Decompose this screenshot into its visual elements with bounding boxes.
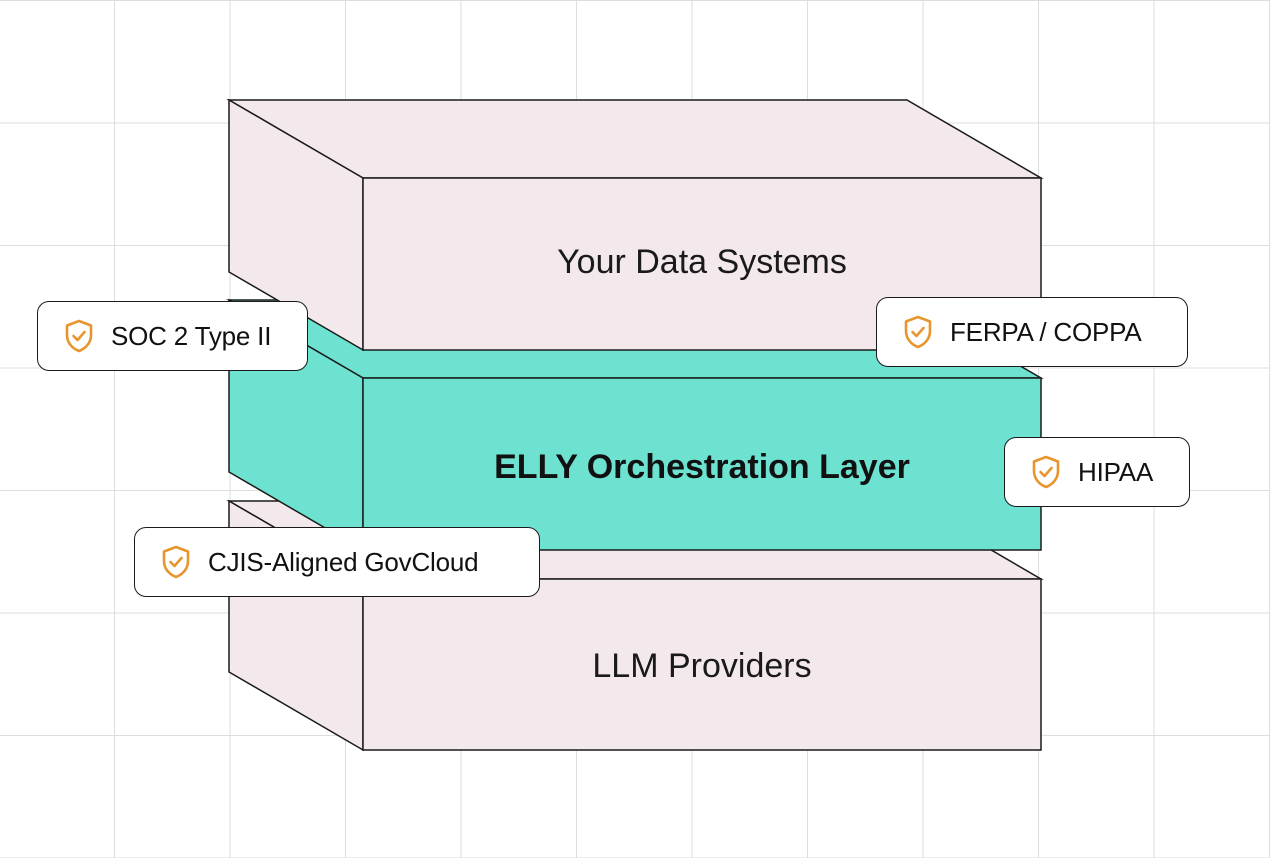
soc2-badge: SOC 2 Type II <box>37 301 308 371</box>
shield-check-icon <box>65 319 93 353</box>
elly-orchestration-block-front <box>362 377 1042 551</box>
shield-check-icon <box>1032 455 1060 489</box>
elly-orchestration-label: ELLY Orchestration Layer <box>494 448 910 486</box>
your-data-systems-block-top <box>226 99 1044 179</box>
cjis-badge-label: CJIS-Aligned GovCloud <box>208 546 479 577</box>
hipaa-badge-label: HIPAA <box>1078 456 1154 487</box>
ferpa-coppa-badge-label: FERPA / COPPA <box>950 316 1142 347</box>
ferpa-coppa-badge: FERPA / COPPA <box>876 297 1188 367</box>
llm-providers-label: LLM Providers <box>592 647 811 685</box>
hipaa-badge: HIPAA <box>1004 437 1190 507</box>
cjis-badge: CJIS-Aligned GovCloud <box>134 527 540 597</box>
shield-check-icon <box>162 545 190 579</box>
soc2-badge-label: SOC 2 Type II <box>111 320 272 351</box>
your-data-systems-label: Your Data Systems <box>557 243 847 281</box>
llm-providers-block-front <box>362 578 1042 751</box>
shield-check-icon <box>904 315 932 349</box>
